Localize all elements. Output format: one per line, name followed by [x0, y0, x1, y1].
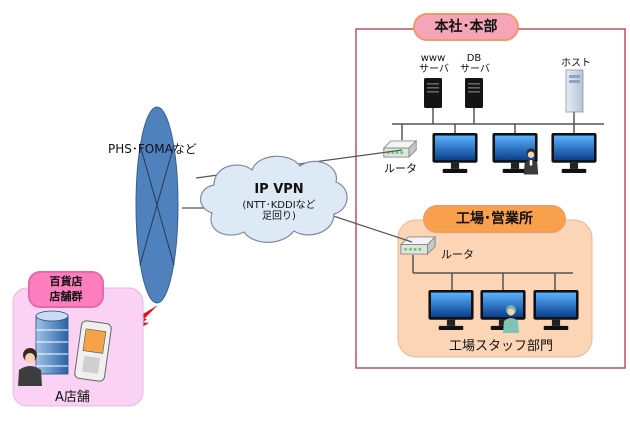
mobile-phone-icon [74, 320, 112, 382]
headquarters-title-badge: 本社･本部 [413, 13, 519, 41]
vpn-title: IP VPN [254, 182, 304, 197]
store-label: A店舗 [55, 390, 90, 405]
mobile-network-label: PHS･FOMAなど [108, 142, 197, 156]
ip-vpn-cloud [200, 155, 348, 243]
store-staff-person-icon [18, 348, 42, 386]
factory-title-badge: 工場･営業所 [423, 205, 566, 233]
factory-staff-person-icon [503, 305, 519, 333]
store-group-badge: 百貨店 店舗群 [28, 271, 104, 308]
db-server-icon [465, 78, 483, 108]
factory-staff-label: 工場スタッフ部門 [449, 339, 554, 354]
store-building-icon [35, 310, 69, 375]
host-computer-icon [565, 69, 584, 113]
mobile-antenna-icon [135, 106, 179, 304]
lightning-icon [124, 305, 158, 337]
store-zone [12, 287, 144, 407]
www-server-label: www サーバ [419, 53, 449, 75]
hq-router-icon [383, 140, 417, 158]
db-server-label: DB サーバ [460, 53, 490, 75]
www-server-icon [424, 78, 442, 108]
vpn-note: (NTT･KDDIなど 足回り) [242, 200, 316, 222]
factory-router-label: ルータ [441, 248, 474, 261]
host-label: ホスト [561, 58, 591, 69]
hq-router-label: ルータ [384, 162, 417, 175]
factory-zone [397, 219, 593, 358]
